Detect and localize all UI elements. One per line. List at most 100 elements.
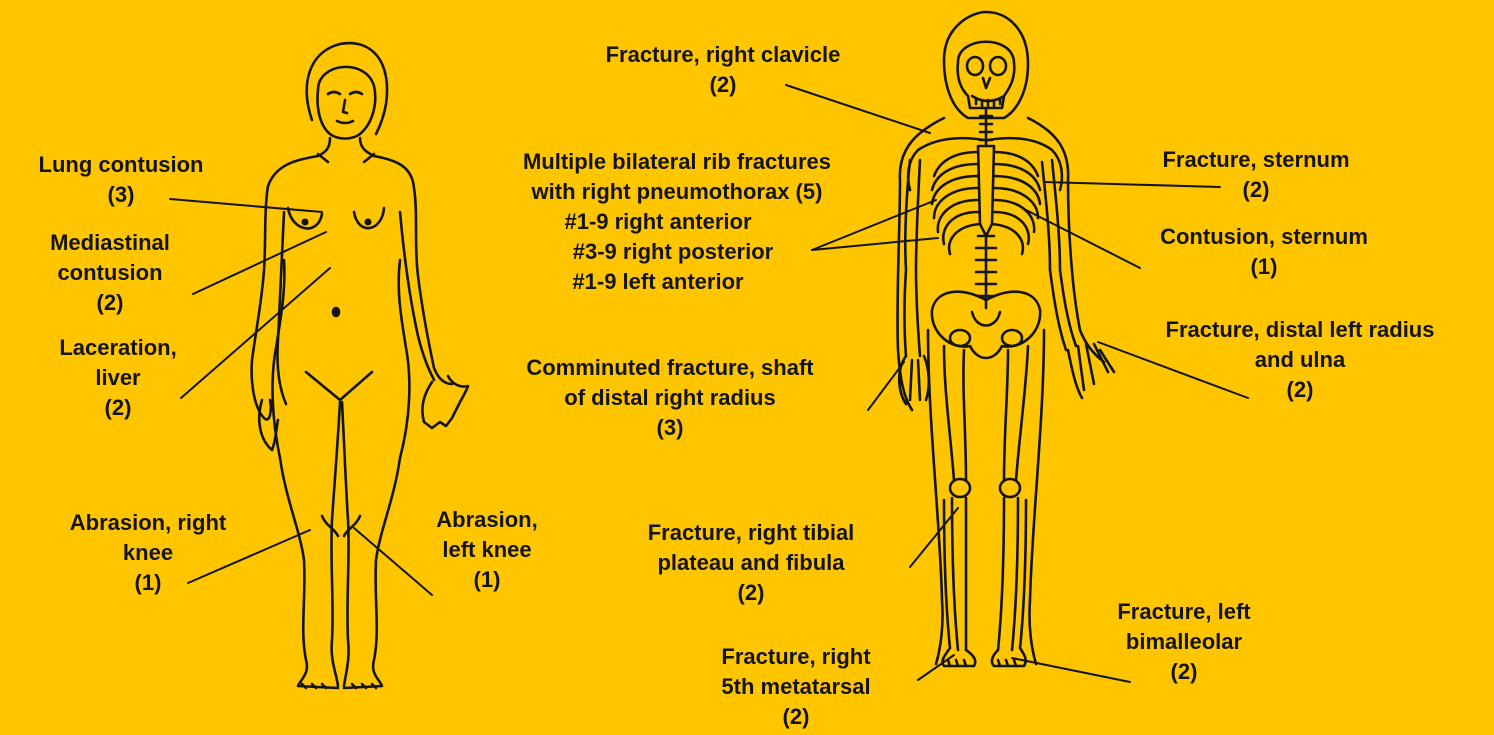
right-knee: [344, 516, 360, 536]
leader-metatarsal: [918, 655, 954, 680]
label-text: 5th metatarsal: [676, 672, 916, 702]
label-abrasion-left-knee: Abrasion, left knee (1): [402, 505, 572, 595]
left-obturator: [1002, 330, 1022, 346]
label-text: Abrasion,: [402, 505, 572, 535]
groin: [306, 372, 372, 400]
rib-detail: #1-9 right anterior: [414, 207, 902, 237]
right-femur: [944, 346, 966, 480]
label-abrasion-right-knee: Abrasion, right knee (1): [30, 508, 266, 598]
left-clavicle: [988, 138, 1052, 150]
label-fracture-tibial-plateau: Fracture, right tibial plateau and fibul…: [596, 518, 906, 608]
teeth: [972, 96, 1004, 106]
sternum: [978, 146, 994, 236]
label-text: Fracture, right: [676, 642, 916, 672]
label-mediastinal-contusion: Mediastinal contusion (2): [10, 228, 210, 318]
severity-score: (2): [596, 578, 906, 608]
body-silhouette-legs-right: [1029, 330, 1044, 664]
left-ribs: [992, 152, 1040, 254]
head-outline: [318, 67, 376, 139]
skull: [958, 42, 1015, 108]
severity-score: (2): [1116, 175, 1396, 205]
left-foot-bones: [992, 648, 1026, 666]
label-text: liver: [28, 363, 208, 393]
right-humerus: [905, 160, 920, 270]
label-fracture-sternum: Fracture, sternum (2): [1116, 145, 1396, 205]
body-silhouette-legs-left: [928, 330, 943, 664]
left-humerus: [1042, 160, 1060, 270]
label-text: of distal right radius: [470, 383, 870, 413]
right-leg-outer: [344, 458, 400, 688]
right-obturator: [950, 330, 970, 346]
right-patella: [950, 479, 970, 497]
collar-right: [364, 154, 374, 162]
left-leg-outer: [280, 458, 338, 688]
right-tibia: [952, 498, 966, 650]
neck-right: [360, 138, 374, 156]
label-text: Lung contusion: [6, 150, 236, 180]
right-forearm: [905, 270, 921, 356]
label-text: plateau and fibula: [596, 548, 906, 578]
label-comminuted-fracture: Comminuted fracture, shaft of distal rig…: [470, 353, 870, 443]
label-text: Contusion, sternum: [1106, 222, 1422, 252]
label-fracture-metatarsal: Fracture, right 5th metatarsal (2): [676, 642, 916, 732]
label-text: Laceration,: [28, 333, 208, 363]
right-leg-inner: [342, 402, 349, 686]
skeleton-figure: [897, 12, 1114, 666]
severity-score: (2): [1084, 657, 1284, 687]
rib-detail: #3-9 right posterior: [444, 237, 902, 267]
severity-score: (1): [30, 568, 266, 598]
right-nipple: [366, 220, 370, 224]
neck-left: [318, 138, 330, 156]
left-tibia: [998, 498, 1018, 650]
nasal-cavity: [983, 78, 990, 88]
right-waist: [399, 260, 410, 458]
severity-score: (2): [1108, 375, 1492, 405]
label-text: with right pneumothorax (5): [452, 177, 902, 207]
label-text: Multiple bilateral rib fractures: [452, 147, 902, 177]
label-lung-contusion: Lung contusion (3): [6, 150, 236, 210]
severity-score: (2): [676, 702, 916, 732]
label-text: Abrasion, right: [30, 508, 266, 538]
right-eye: [350, 92, 362, 94]
label-text: bimalleolar: [1084, 627, 1284, 657]
sacrum: [972, 312, 1000, 326]
label-text: Mediastinal: [10, 228, 210, 258]
severity-score: (3): [470, 413, 870, 443]
left-nipple: [303, 220, 307, 224]
label-laceration-liver: Laceration, liver (2): [28, 333, 208, 423]
right-clavicle: [918, 138, 984, 150]
nose: [343, 100, 347, 113]
label-text: contusion: [10, 258, 210, 288]
severity-score: (1): [402, 565, 572, 595]
label-fracture-right-clavicle: Fracture, right clavicle (2): [548, 40, 898, 100]
left-knee: [322, 516, 338, 536]
leader-mediastinal-contusion: [193, 232, 326, 294]
leader-tibial-plateau: [910, 508, 958, 567]
left-fibula: [1020, 500, 1026, 648]
label-text: Comminuted fracture, shaft: [470, 353, 870, 383]
label-text: Fracture, sternum: [1116, 145, 1396, 175]
label-text: Fracture, right clavicle: [548, 40, 898, 70]
label-fracture-radius-ulna: Fracture, distal left radius and ulna (2…: [1108, 315, 1492, 405]
label-text: Fracture, left: [1084, 597, 1284, 627]
label-text: left knee: [402, 535, 572, 565]
collar-left: [318, 154, 328, 162]
label-text: Fracture, right tibial: [596, 518, 906, 548]
label-text: Fracture, distal left radius: [1108, 315, 1492, 345]
label-contusion-sternum: Contusion, sternum (1): [1106, 222, 1422, 282]
severity-score: (2): [10, 288, 210, 318]
severity-score: (3): [6, 180, 236, 210]
label-fracture-bimalleolar: Fracture, left bimalleolar (2): [1084, 597, 1284, 687]
label-text: knee: [30, 538, 266, 568]
mouth: [337, 121, 353, 123]
left-eye: [328, 92, 340, 94]
rib-detail: #1-9 left anterior: [414, 267, 902, 297]
left-femur: [1004, 346, 1028, 480]
left-leg-inner: [331, 402, 340, 686]
severity-score: (2): [28, 393, 208, 423]
left-patella: [1000, 479, 1020, 497]
body-silhouette-right: [1028, 118, 1104, 362]
right-eye-socket: [990, 57, 1006, 75]
navel: [333, 308, 339, 316]
